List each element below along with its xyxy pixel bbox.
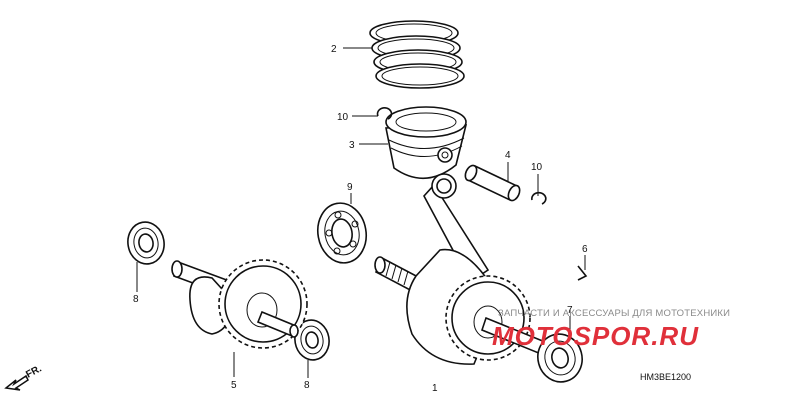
bearing-8-left: [127, 221, 165, 265]
circlip: [577, 265, 588, 281]
callout-4: 4: [505, 150, 511, 161]
piston-pin-clip-lower: [531, 191, 547, 205]
watermark-tagline: ЗАПЧАСТИ И АКСЕССУАРЫ ДЛЯ МОТОТЕХНИКИ: [498, 308, 730, 319]
callout-7: 7: [567, 305, 573, 316]
front-direction-arrow: FR.: [4, 363, 44, 391]
callout-9: 9: [347, 182, 353, 193]
balancer-shaft: [171, 259, 308, 349]
bearing-9: [316, 202, 368, 264]
bearing-8-bottom: [294, 319, 330, 361]
callout-8-bottom: 8: [304, 380, 310, 391]
callout-2: 2: [331, 44, 337, 55]
bearing-7: [537, 333, 583, 383]
leader-lines: [136, 47, 586, 378]
piston-ring-set: [369, 20, 465, 89]
watermark: ЗАПЧАСТИ И АКСЕССУАРЫ ДЛЯ МОТОТЕХНИКИ MO…: [492, 308, 730, 351]
callout-8-left: 8: [133, 294, 139, 305]
callout-5: 5: [231, 380, 237, 391]
callout-6: 6: [582, 244, 588, 255]
piston: [385, 106, 468, 180]
callout-10-upper: 10: [337, 112, 349, 123]
callout-1: 1: [432, 383, 438, 394]
piston-pin: [464, 164, 521, 202]
diagram-code: HM3BE1200: [640, 372, 691, 382]
piston-pin-clip-upper: [376, 107, 393, 120]
crankshaft-assembly: [374, 173, 553, 365]
callout-labels: 2 10 3 4 10 9 6 8 7 5 8 1: [133, 44, 588, 394]
callout-3: 3: [349, 140, 355, 151]
callout-10-lower: 10: [531, 162, 543, 173]
direction-label: FR.: [24, 363, 44, 380]
watermark-brand: MOTOSPOR.RU: [492, 321, 699, 351]
